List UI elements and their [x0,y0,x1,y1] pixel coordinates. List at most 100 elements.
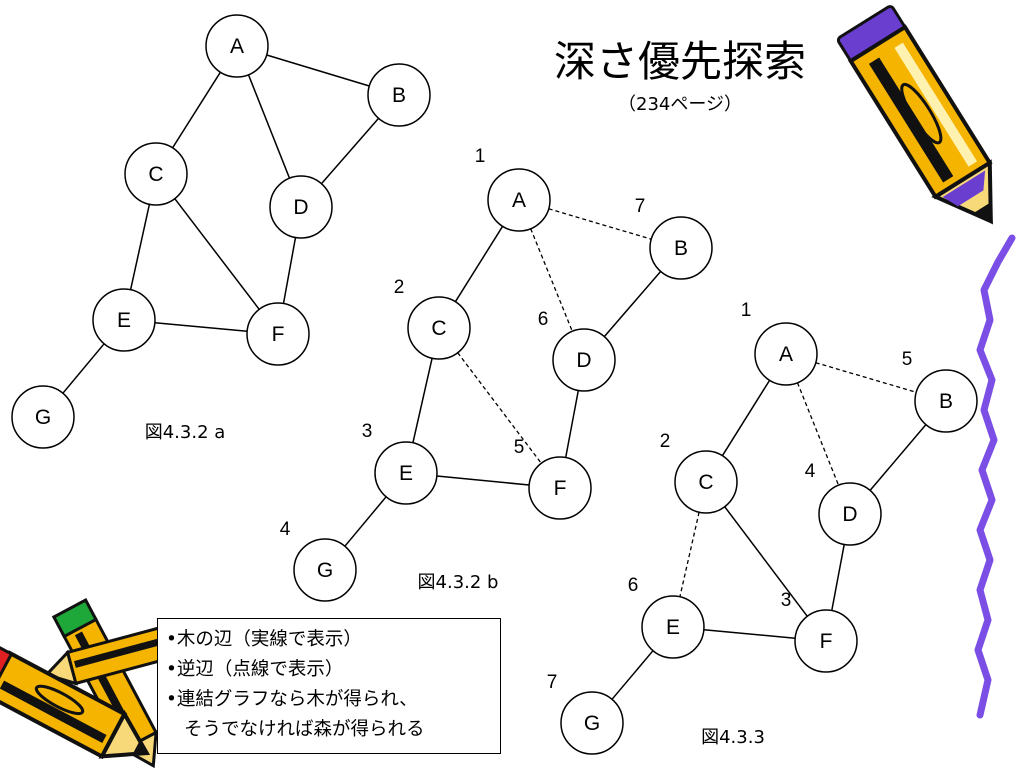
node-label-B: B [939,390,953,413]
legend-line-tree-edges: •木の辺（実線で表示） [166,629,362,650]
node-E [92,288,156,352]
edge-C-E-back [679,512,700,597]
node-B [649,216,713,280]
edge-E-F-tree [703,629,796,639]
pencils-cluster-icon [0,598,184,768]
node-label-G: G [317,559,333,582]
graph-a: A B C D E F G 図4.3.2 a [11,14,431,449]
slide-subtitle: （234ページ） [618,94,742,115]
node-D [269,175,333,239]
visit-order-D: 6 [538,309,549,330]
edge-E-G-tree [611,650,654,700]
node-A [754,322,818,386]
legend-line-back-edges: •逆辺（点線で表示） [166,659,344,680]
edge-B-D-tree [869,424,927,491]
node-label-C: C [698,471,713,494]
figure-caption: 図4.3.2 b [418,572,499,593]
visit-order-D: 4 [805,461,816,482]
edge-D-F-tree [831,544,845,611]
edge-C-F-back [457,352,542,464]
node-label-C: C [148,163,163,186]
node-label-B: B [674,237,688,260]
node-G [560,691,624,755]
visit-order-C: 2 [660,431,671,452]
edge-A-C-tree [171,71,222,149]
edge-E-F-tree [154,322,248,332]
visit-order-F: 3 [781,590,792,611]
node-D [818,482,882,546]
edge-C-F-tree [724,506,808,617]
node-D [552,328,616,392]
legend-line-connected: •連結グラフなら木が得られ、 [166,689,418,710]
figure-caption: 図4.3.2 a [145,422,226,443]
edge-A-B-back [548,208,652,240]
edge-A-B-tree [266,54,370,87]
edge-D-F-tree [282,237,297,304]
node-C [124,142,188,206]
node-label-D: D [842,503,857,526]
node-label-A: A [230,35,244,58]
node-B [367,63,431,127]
node-C [674,450,738,514]
node-B [914,369,978,433]
node-label-D: D [576,349,591,372]
edge-A-C-tree [454,225,504,303]
node-F [246,302,310,366]
squiggle-decoration [974,234,1016,719]
edge-E-F-tree [436,475,530,486]
node-label-E: E [117,309,131,332]
node-A [487,168,551,232]
edge-E-G-tree [344,496,387,547]
visit-order-A: 1 [741,300,752,321]
edge-A-D-tree [247,74,291,179]
visit-order-G: 4 [280,519,291,540]
node-label-E: E [399,462,413,485]
edge-A-D-back [796,382,840,486]
visit-order-B: 5 [902,349,913,370]
visit-order-C: 2 [394,277,405,298]
edge-C-F-tree [174,198,260,310]
node-label-F: F [272,323,285,346]
node-label-A: A [779,343,793,366]
node-label-E: E [666,616,680,639]
slide-title: 深さ優先探索 [554,37,806,86]
visit-order-B: 7 [635,196,646,217]
figure-caption: 図4.3.3 [701,727,765,748]
legend-box: •木の辺（実線で表示） •逆辺（点線で表示） •連結グラフなら木が得られ、 そう… [157,618,501,754]
node-E [641,595,705,659]
node-F [528,456,592,520]
edge-C-E-tree [129,204,151,290]
edge-B-D-tree [320,117,380,185]
legend-line-forest: そうでなければ森が得られる [184,719,425,740]
node-G [293,538,357,602]
node-label-F: F [820,630,833,653]
node-label-B: B [392,84,406,107]
node-label-G: G [584,712,600,735]
node-label-G: G [35,406,51,429]
node-C [407,296,471,360]
edge-D-F-tree [564,390,580,458]
visit-order-G: 7 [547,672,558,693]
visit-order-E: 3 [362,421,373,442]
pencil-icon [836,5,993,225]
node-label-C: C [431,317,446,340]
node-label-D: D [293,196,308,219]
node-E [374,441,438,505]
visit-order-E: 6 [628,575,639,596]
node-F [794,609,858,673]
node-G [11,385,75,449]
visit-order-F: 5 [514,437,525,458]
edge-A-D-back [530,228,573,332]
edge-C-E-tree [412,358,433,443]
node-label-F: F [554,477,567,500]
visit-order-A: 1 [475,146,486,167]
edge-B-D-tree [603,270,662,338]
edge-A-C-tree [721,379,771,457]
node-A [205,14,269,78]
node-label-A: A [512,189,526,212]
edge-A-B-back [815,362,917,393]
